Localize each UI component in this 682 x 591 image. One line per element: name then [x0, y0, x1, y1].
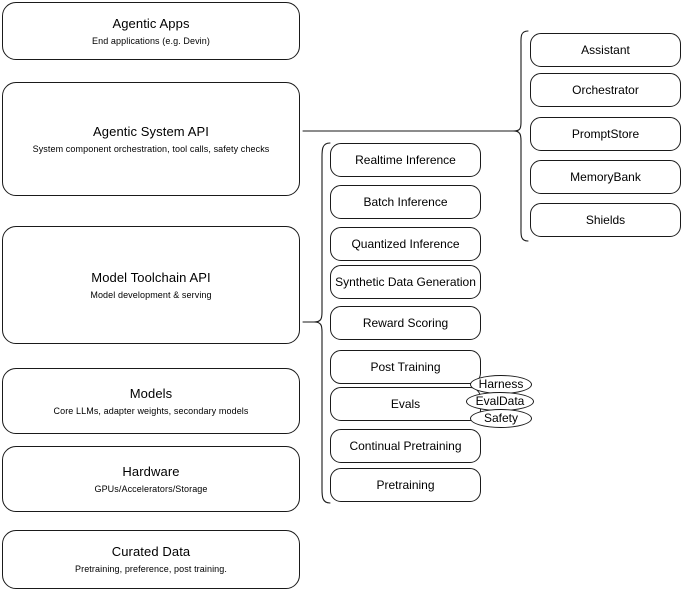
system-item-label: Shields: [585, 213, 626, 227]
brace-toolchain-components: [313, 142, 331, 504]
toolchain-item-label: Quantized Inference: [351, 237, 460, 251]
toolchain-item-label: Continual Pretraining: [349, 439, 462, 453]
layer-subtitle: GPUs/Accelerators/Storage: [94, 483, 208, 494]
layer-subtitle: End applications (e.g. Devin): [92, 35, 210, 46]
toolchain-item-label: Realtime Inference: [355, 153, 456, 167]
layer-model-toolchain-api[interactable]: Model Toolchain API Model development & …: [2, 226, 300, 344]
toolchain-item-synthetic-data-generation[interactable]: Synthetic Data Generation: [330, 265, 481, 299]
eval-pill-label: Safety: [483, 411, 519, 425]
system-item-label: PromptStore: [571, 127, 640, 141]
toolchain-item-post-training[interactable]: Post Training: [330, 350, 481, 384]
brace-system-components: [512, 30, 529, 242]
layer-models[interactable]: Models Core LLMs, adapter weights, secon…: [2, 368, 300, 434]
system-item-label: MemoryBank: [570, 170, 641, 184]
system-item-orchestrator[interactable]: Orchestrator: [530, 73, 681, 107]
layer-agentic-system-api[interactable]: Agentic System API System component orch…: [2, 82, 300, 196]
layer-title: Agentic Apps: [112, 15, 190, 31]
toolchain-item-label: Batch Inference: [363, 195, 448, 209]
toolchain-item-realtime-inference[interactable]: Realtime Inference: [330, 143, 481, 177]
toolchain-item-label: Reward Scoring: [362, 316, 449, 330]
toolchain-item-label: Evals: [390, 397, 421, 411]
eval-pill-safety[interactable]: Safety: [470, 409, 532, 428]
toolchain-item-label: Pretraining: [376, 478, 435, 492]
layer-subtitle: Core LLMs, adapter weights, secondary mo…: [53, 405, 249, 416]
toolchain-item-evals[interactable]: Evals: [330, 387, 481, 421]
layer-title: Agentic System API: [93, 123, 209, 139]
eval-pill-label: EvalData: [475, 394, 525, 408]
toolchain-item-batch-inference[interactable]: Batch Inference: [330, 185, 481, 219]
toolchain-item-label: Post Training: [370, 360, 441, 374]
eval-pill-label: Harness: [478, 377, 524, 391]
layer-subtitle: Model development & serving: [90, 289, 212, 300]
layer-hardware[interactable]: Hardware GPUs/Accelerators/Storage: [2, 446, 300, 512]
layer-title: Curated Data: [111, 544, 191, 559]
system-item-shields[interactable]: Shields: [530, 203, 681, 237]
toolchain-item-pretraining[interactable]: Pretraining: [330, 468, 481, 502]
system-item-memorybank[interactable]: MemoryBank: [530, 160, 681, 194]
system-item-assistant[interactable]: Assistant: [530, 33, 681, 67]
system-item-label: Assistant: [581, 43, 630, 57]
system-item-label: Orchestrator: [572, 83, 639, 97]
layer-title: Model Toolchain API: [91, 269, 211, 285]
system-item-promptstore[interactable]: PromptStore: [530, 117, 681, 151]
layer-subtitle: Pretraining, preference, post training.: [75, 564, 227, 574]
layer-title: Models: [129, 385, 173, 401]
layer-agentic-apps[interactable]: Agentic Apps End applications (e.g. Devi…: [2, 2, 300, 60]
layer-title: Hardware: [122, 463, 180, 479]
toolchain-item-quantized-inference[interactable]: Quantized Inference: [330, 227, 481, 261]
toolchain-item-label: Synthetic Data Generation: [335, 275, 476, 289]
layer-subtitle: System component orchestration, tool cal…: [32, 143, 270, 154]
toolchain-item-continual-pretraining[interactable]: Continual Pretraining: [330, 429, 481, 463]
toolchain-item-reward-scoring[interactable]: Reward Scoring: [330, 306, 481, 340]
layer-curated-data[interactable]: Curated Data Pretraining, preference, po…: [2, 530, 300, 589]
